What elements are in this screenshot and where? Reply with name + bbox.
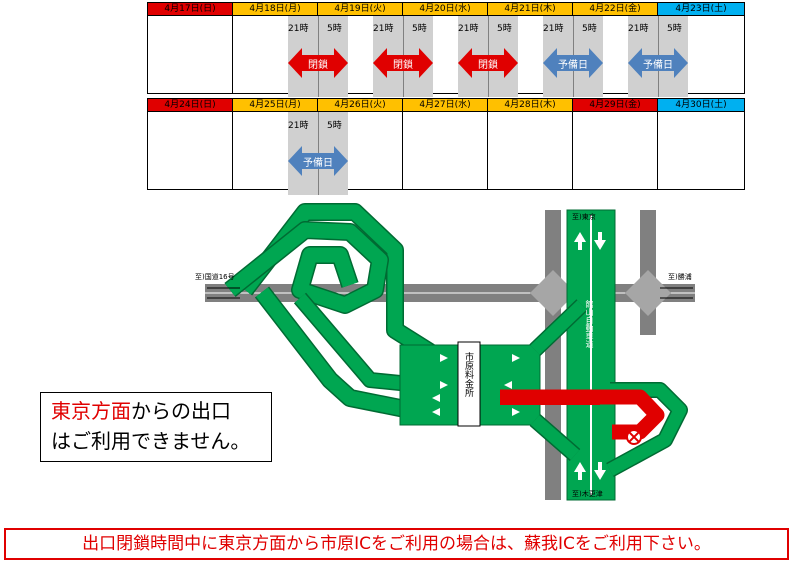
up-arrow-icon [574,462,586,480]
note-text: はご利用できません。 [51,429,251,453]
toll-booth [457,341,481,427]
direction-east: 至)勝浦 [668,273,692,281]
day-header: 4月29日(金) [572,98,658,112]
end-time: 5時 [667,24,682,34]
calendar-week-2: 4月24日(日) 4月25日(月) 4月26日(火) 4月27日(水) 4月28… [147,98,745,190]
day-header: 4月25日(月) [232,98,318,112]
start-time: 21時 [373,24,394,34]
closure-arrow: 閉鎖 [373,46,433,80]
end-time: 5時 [582,24,597,34]
closure-arrow: 閉鎖 [458,46,518,80]
detour-banner: 出口閉鎖時間中に東京方面から市原ICをご利用の場合は、蘇我ICをご利用下さい。 [4,528,789,560]
day-header: 4月24日(日) [147,98,233,112]
down-arrow-icon [594,232,606,250]
reserve-arrow: 予備日 [288,144,348,178]
exit-unavailable-note: 東京方面からの出口 はご利用できません。 [40,392,272,462]
expressway-label: 館山自動車道 [585,300,594,348]
reserve-arrow: 予備日 [628,46,688,80]
start-time: 21時 [288,24,309,34]
end-time: 5時 [412,24,427,34]
reserve-arrow: 予備日 [543,46,603,80]
day-header: 4月21日(木) [487,2,573,16]
start-time: 21時 [458,24,479,34]
start-time: 21時 [288,121,309,131]
end-time: 5時 [327,24,342,34]
day-header: 4月22日(金) [572,2,658,16]
up-arrow-icon [574,232,586,250]
note-direction: 東京方面 [51,399,131,423]
direction-west: 至)国道16号 [195,273,235,281]
day-header: 4月18日(月) [232,2,318,16]
day-header: 4月17日(日) [147,2,233,16]
start-time: 21時 [543,24,564,34]
end-time: 5時 [327,121,342,131]
end-time: 5時 [497,24,512,34]
local-road-west [545,210,561,500]
note-text: からの出口 [131,399,231,423]
down-arrow-icon [594,462,606,480]
direction-north: 至)東京 [572,213,596,221]
toll-gate-label: 市原料金所 [463,352,473,397]
start-time: 21時 [628,24,649,34]
closure-arrow: 閉鎖 [288,46,348,80]
direction-south: 至)木更津 [572,490,603,498]
